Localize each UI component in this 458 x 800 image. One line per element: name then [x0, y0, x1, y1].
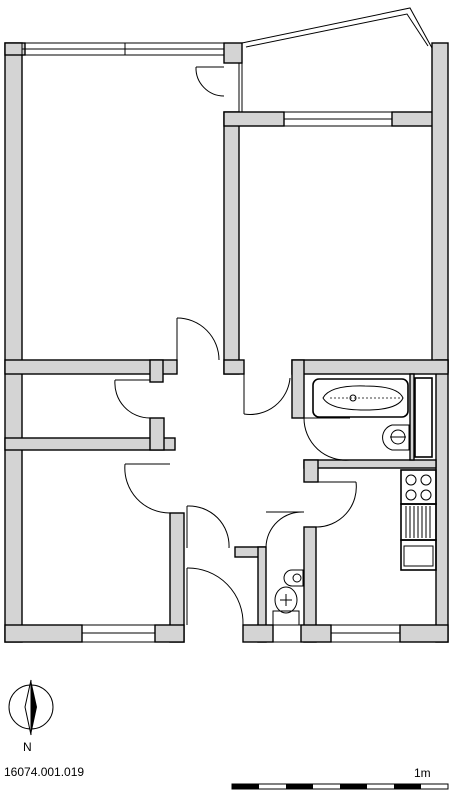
- balcony: [238, 7, 433, 112]
- wall-kitchen-stub: [303, 459, 319, 483]
- wc-basin: [283, 569, 304, 587]
- wall-south-1: [4, 624, 83, 643]
- wall-south-2: [154, 624, 185, 643]
- north-label: N: [23, 740, 32, 754]
- wall-kitchen-north: [303, 459, 437, 469]
- wall-east-upper: [431, 42, 449, 373]
- walls: [4, 42, 449, 643]
- plan-id: 16074.001.019: [4, 765, 85, 779]
- windows: [21, 42, 401, 643]
- wall-south-4: [300, 624, 332, 643]
- toilet: [272, 586, 300, 626]
- wall-bedroom-north-left: [223, 111, 285, 127]
- window-wc-south: [272, 624, 302, 643]
- bath-sink: [382, 424, 410, 451]
- wall-living-south-stub: [149, 359, 164, 383]
- bathtub: [312, 378, 409, 418]
- kitchen-sink: [400, 539, 437, 571]
- wall-bath-partition: [409, 373, 415, 461]
- wall-south-3: [242, 624, 274, 643]
- wall-corridor-east: [291, 359, 305, 419]
- stove: [400, 469, 437, 505]
- wall-east-lower: [435, 359, 449, 643]
- wall-storage-stub: [149, 417, 165, 451]
- north-arrow: [8, 679, 54, 736]
- wall-hall-north: [223, 359, 245, 375]
- wall-living-bedroom: [223, 111, 240, 375]
- scale-label: 1m: [414, 766, 431, 780]
- wall-living-south: [4, 359, 178, 375]
- wall-west: [4, 42, 23, 643]
- kitchen-counter: [400, 503, 437, 541]
- wall-south-5: [399, 624, 449, 643]
- bath-cabinet: [414, 377, 433, 458]
- wall-pillar-top: [223, 42, 243, 64]
- scale-bar: [231, 783, 449, 790]
- doors: [114, 66, 357, 626]
- wall-bedroom2-east: [169, 512, 185, 643]
- wall-bath-north: [291, 359, 449, 375]
- wall-storage-south: [4, 437, 176, 451]
